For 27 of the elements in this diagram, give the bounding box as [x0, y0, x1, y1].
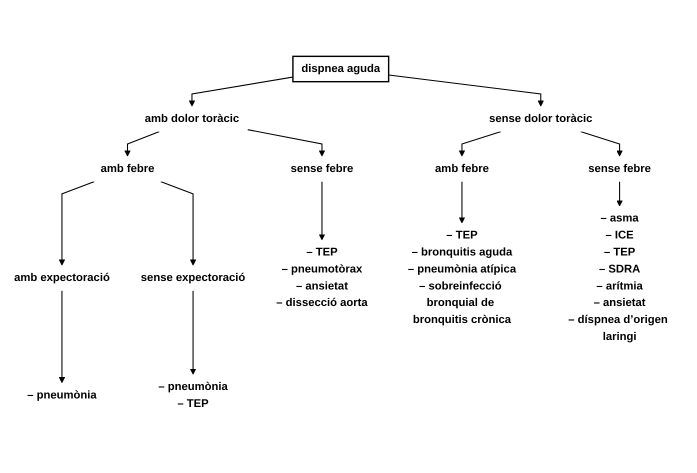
arrow [188, 76, 293, 107]
node-text: – TEP – pneumotòrax – ansietat – dissecció aorta [276, 246, 368, 309]
arrow [458, 131, 501, 157]
node-box [292, 56, 390, 82]
node-text: sense febre [290, 162, 354, 175]
arrow [190, 290, 196, 375]
node-text: amb dolor toràcic [144, 112, 240, 125]
arrow [388, 74, 544, 107]
node-text: – TEP – bronquitis aguda – pneumònia atípica – sobreinfecció bronquial de bronquitis crònica [408, 229, 516, 326]
node-text: amb febre [100, 162, 154, 175]
arrow [616, 182, 623, 207]
node-text: sense febre [588, 162, 651, 175]
node-text: – asma – ICE – TEP – SDRA – arítmia – ansietat – díspnea d’origen laringi [568, 212, 668, 343]
arrow [318, 182, 326, 240]
node-text: amb febre [435, 162, 489, 175]
arrow [160, 181, 196, 266]
node-text: – pneumònia [27, 389, 97, 402]
arrow [248, 129, 326, 157]
arrow [458, 182, 466, 224]
node-text: sense expectoració [140, 272, 246, 284]
arrow [58, 181, 94, 266]
node-text: sense dolor toràcic [489, 112, 592, 125]
arrow [124, 131, 160, 157]
node-text: amb expectoració [14, 272, 110, 284]
arrow [580, 131, 623, 157]
arrow [58, 290, 66, 384]
node-text: – pneumònia – TEP [158, 380, 228, 410]
